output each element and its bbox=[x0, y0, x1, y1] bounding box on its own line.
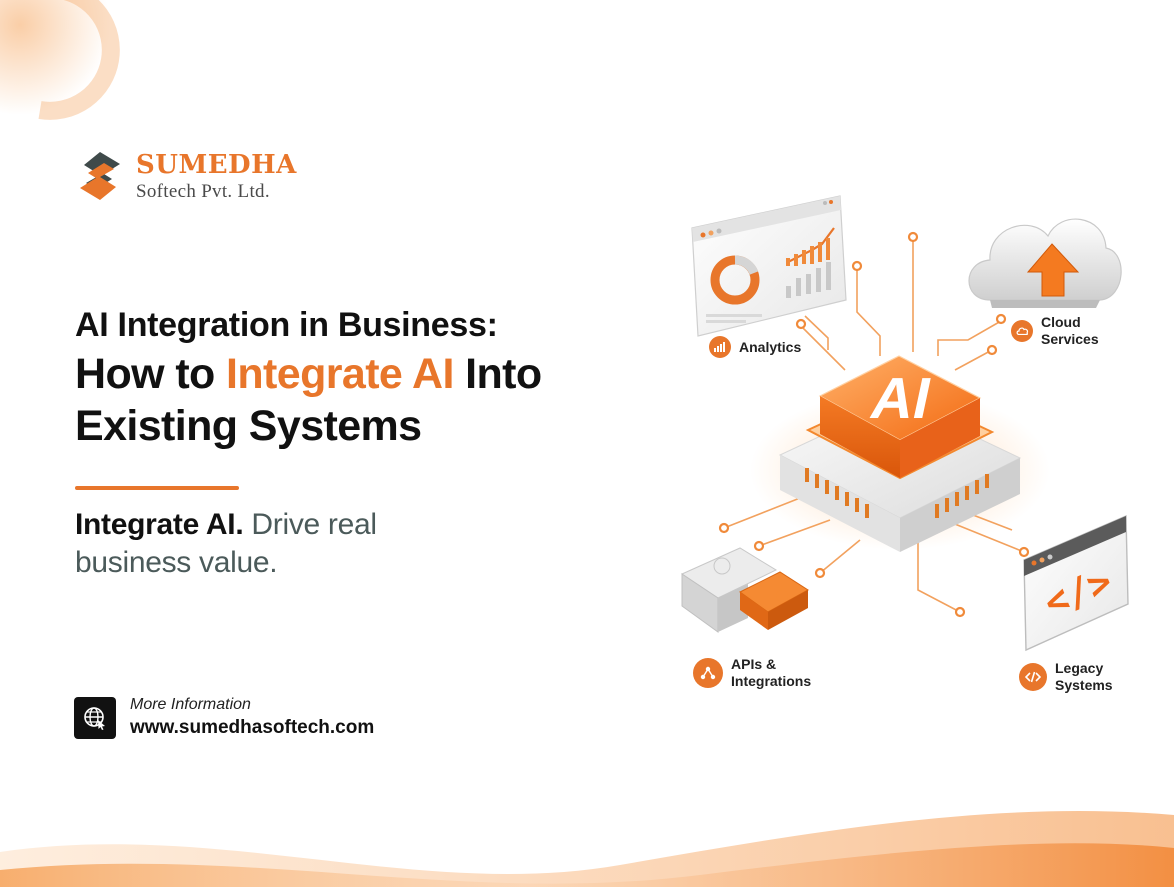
code-icon bbox=[1019, 662, 1047, 691]
cloud-services-icon bbox=[968, 218, 1122, 308]
cloud-label-line-2: Services bbox=[1041, 330, 1099, 347]
headline-line-2-suffix: Into bbox=[453, 350, 542, 399]
cloud-label-line-1: Cloud bbox=[1041, 314, 1081, 330]
tagline: Integrate AI. Drive real business value. bbox=[75, 506, 455, 581]
apis-tag: APIs & Integrations bbox=[693, 656, 811, 689]
apis-label-line-2: Integrations bbox=[731, 672, 812, 689]
headline-line-2: How to Integrate AI Into bbox=[75, 349, 675, 401]
headline-line-3: Existing Systems bbox=[75, 401, 422, 450]
analytics-label: Analytics bbox=[739, 338, 802, 355]
brand-name: SUMEDHA bbox=[136, 149, 297, 180]
website-link[interactable]: www.sumedhasoftech.com bbox=[130, 717, 375, 738]
more-information: More Information www.sumedhasoftech.com bbox=[74, 696, 374, 739]
analytics-tag: Analytics bbox=[709, 336, 801, 358]
sumedha-logo-icon bbox=[80, 152, 120, 200]
legacy-code-window: </> bbox=[1023, 514, 1129, 652]
share-nodes-icon bbox=[693, 657, 723, 688]
ai-chip: AI bbox=[750, 355, 1050, 552]
legacy-label-line-1: Legacy bbox=[1055, 660, 1104, 676]
tagline-rest: Drive real business value. bbox=[75, 508, 377, 579]
puzzle-icon bbox=[680, 547, 809, 633]
headline: AI Integration in Business: How to Integ… bbox=[75, 306, 675, 452]
globe-icon bbox=[74, 696, 116, 739]
headline-divider bbox=[75, 486, 239, 490]
cloud-services-tag: Cloud Services bbox=[1011, 314, 1099, 347]
connection-dots bbox=[718, 231, 1030, 618]
bar-chart-icon bbox=[709, 336, 731, 358]
tagline-strong: Integrate AI. bbox=[75, 508, 244, 541]
ai-chip-label: AI bbox=[865, 367, 937, 431]
headline-line-2-prefix: How to bbox=[75, 350, 227, 399]
legacy-tag: Legacy Systems bbox=[1019, 660, 1113, 693]
analytics-dashboard bbox=[691, 195, 847, 337]
apis-label-line-1: APIs & bbox=[731, 656, 777, 672]
brand-logo: SUMEDHA Softech Pvt. Ltd. bbox=[74, 150, 297, 202]
headline-line-1: AI Integration in Business: bbox=[75, 306, 498, 344]
more-info-label: More Information bbox=[130, 696, 251, 713]
legacy-label-line-2: Systems bbox=[1055, 676, 1113, 693]
cloud-icon bbox=[1011, 319, 1033, 342]
brand-subtitle: Softech Pvt. Ltd. bbox=[136, 180, 270, 202]
headline-accent: Integrate AI bbox=[226, 350, 454, 399]
